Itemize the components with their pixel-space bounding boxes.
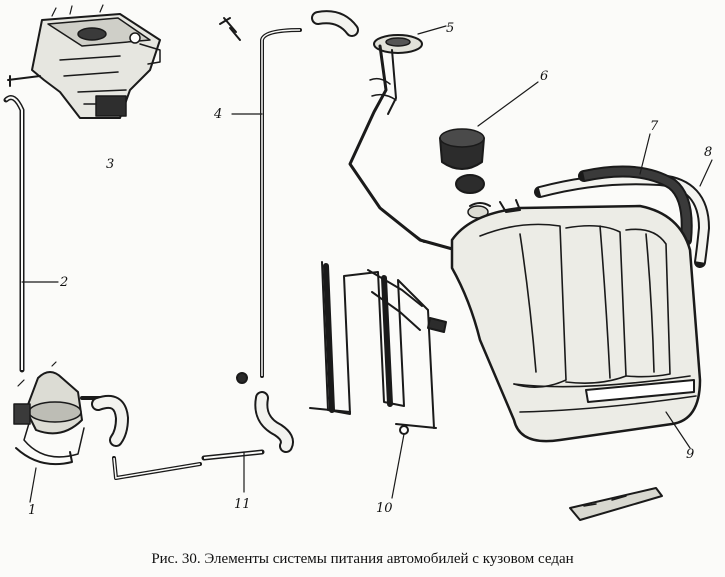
fuel-tank — [450, 199, 702, 449]
callout-5: 5 — [446, 21, 454, 36]
callout-2: 2 — [59, 275, 68, 290]
callout-11: 11 — [234, 497, 251, 512]
bottom-bracket — [569, 487, 663, 521]
callout-10: 10 — [376, 501, 393, 516]
callout-3: 3 — [106, 157, 114, 172]
tank-straps — [309, 261, 447, 499]
pump-hose — [91, 394, 129, 447]
fuel-line-2 — [3, 95, 59, 373]
fuel-level-sender — [348, 25, 458, 252]
vent-hose — [311, 10, 359, 37]
fuel-pump — [13, 361, 102, 503]
return-line-4 — [219, 17, 302, 384]
callout-7: 7 — [650, 119, 659, 134]
filler-cap — [439, 81, 539, 219]
callout-6: 6 — [540, 69, 548, 84]
callout-1: 1 — [28, 503, 36, 518]
figure-caption: Рис. 30. Элементы системы питания автомо… — [151, 551, 574, 567]
callout-9: 9 — [686, 447, 694, 462]
fuel-line-11 — [112, 391, 294, 493]
callout-4: 4 — [213, 107, 222, 122]
carburetor — [7, 4, 161, 119]
callout-8: 8 — [704, 145, 712, 160]
vent-hoses — [534, 133, 713, 268]
callout-labels: 1 2 3 4 5 6 7 8 9 10 11 — [28, 21, 712, 518]
